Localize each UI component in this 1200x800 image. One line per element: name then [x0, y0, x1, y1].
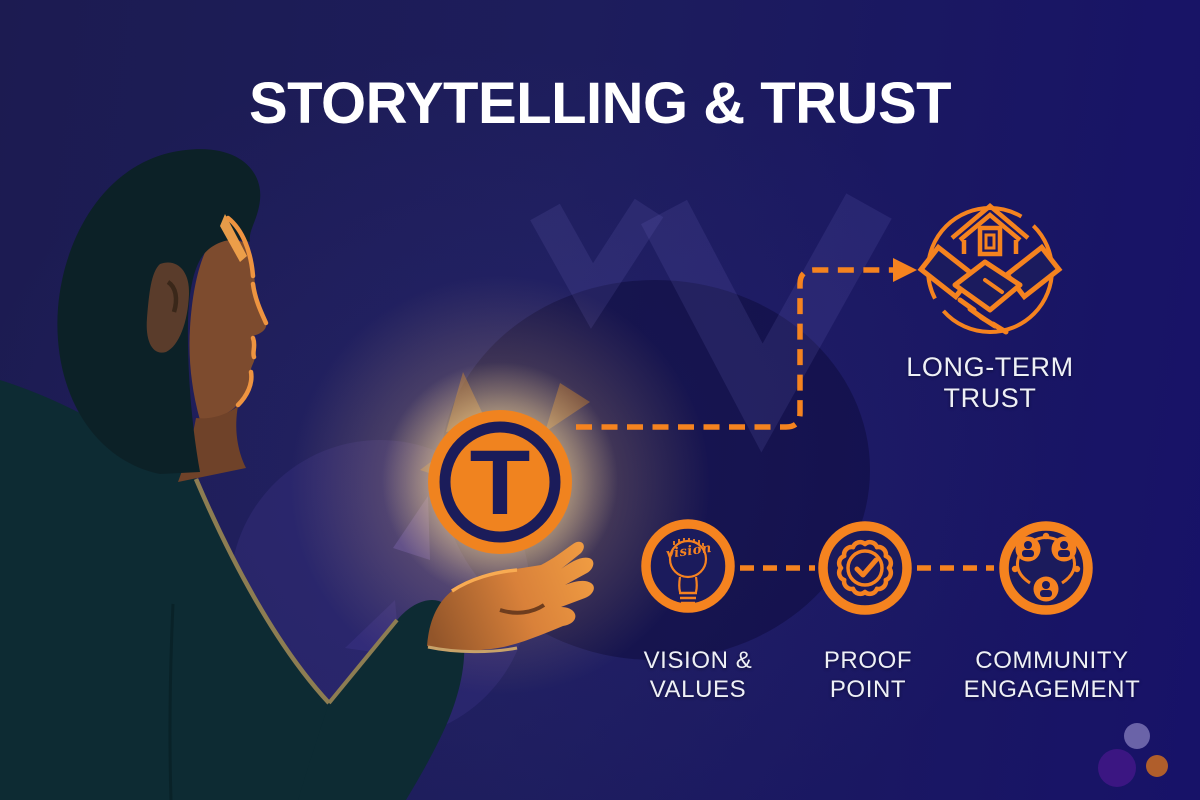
collar-trim: [193, 478, 331, 705]
decor-dot-lavender: [1124, 723, 1150, 749]
label-line: COMMUNITY: [975, 647, 1129, 674]
label-line: LONG-TERM: [906, 352, 1074, 382]
verified-badge-icon: [818, 521, 912, 615]
label-proof-point: PROOF POINT: [788, 646, 948, 704]
label-line: ENGAGEMENT: [963, 676, 1141, 703]
page-title: STORYTELLING & TRUST: [248, 71, 952, 136]
label-line: VISION &: [643, 647, 753, 674]
people-network-icon: [999, 521, 1093, 615]
label-vision-values: VISION & VALUES: [608, 646, 788, 704]
label-line: VALUES: [649, 676, 747, 703]
lightbulb-vision-icon: [641, 519, 735, 613]
flow-arrow-dashed: [576, 267, 894, 430]
label-community-engagement: COMMUNITY ENGAGEMENT: [940, 646, 1164, 704]
decor-dot-purple: [1098, 749, 1136, 787]
label-long-term-trust: LONG-TERM TRUST: [880, 352, 1100, 414]
house-handshake-icon: [917, 203, 1063, 335]
ear: [146, 262, 190, 353]
label-line: POINT: [829, 676, 907, 703]
arrowhead: [893, 258, 917, 282]
label-line: PROOF: [823, 647, 913, 674]
open-hand: [427, 541, 594, 654]
coin-letter: T: [469, 432, 531, 534]
label-line: TRUST: [943, 383, 1037, 413]
token-coin-icon: [428, 410, 572, 554]
decor-dot-orange: [1146, 755, 1168, 777]
man-illustration: [0, 149, 594, 800]
